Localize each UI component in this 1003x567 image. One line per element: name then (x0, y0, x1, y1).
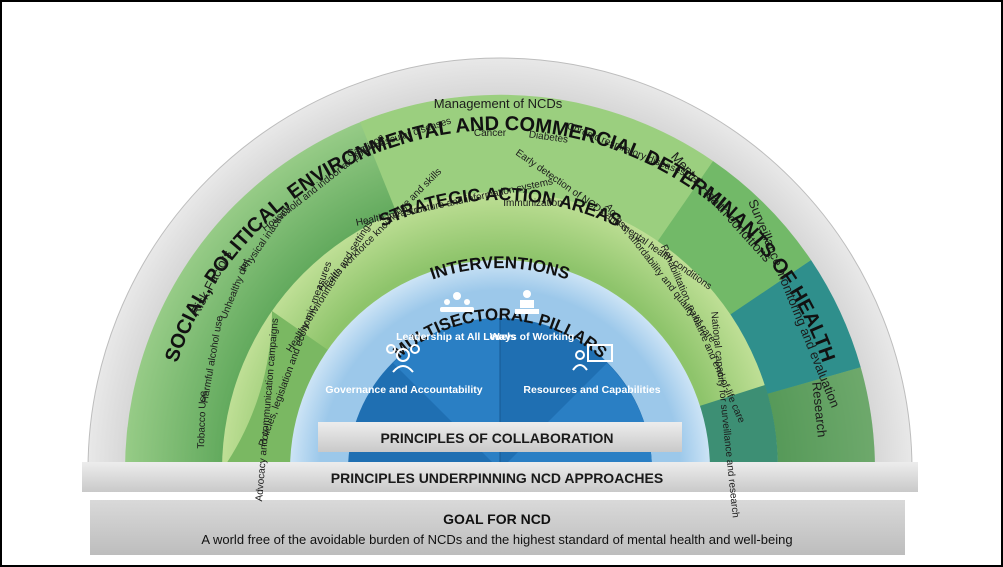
goal-text: A world free of the avoidable burden of … (201, 532, 792, 547)
collaboration-band (318, 422, 682, 452)
disease-cancer: Cancer (474, 128, 507, 139)
research-label: Research (809, 381, 830, 438)
pillar-governance: Governance and Accountability (325, 384, 482, 396)
pillar-resources: Resources and Capabilities (523, 384, 660, 396)
resources-icon (572, 344, 613, 371)
leadership-icon (440, 292, 474, 312)
disease-diabetes: Diabetes (528, 129, 569, 145)
risk-tobacco: Tobacco Use (196, 390, 209, 449)
collaboration-title: PRINCIPLES OF COLLABORATION (380, 430, 613, 446)
underpinning-band (82, 462, 918, 492)
pillar-ways: Ways of Working (490, 331, 575, 343)
int-immunization: Immunization (503, 198, 562, 209)
goal-title: GOAL FOR NCD (443, 511, 551, 527)
goal-box (90, 500, 905, 555)
pillar-leadership: Leadership at All Levels (396, 331, 516, 343)
management-label: Management of NCDs (434, 96, 563, 111)
underpinning-title: PRINCIPLES UNDERPINNING NCD APPROACHES (331, 470, 663, 486)
governance-icon (386, 344, 420, 373)
ways-of-working-icon (515, 290, 539, 314)
